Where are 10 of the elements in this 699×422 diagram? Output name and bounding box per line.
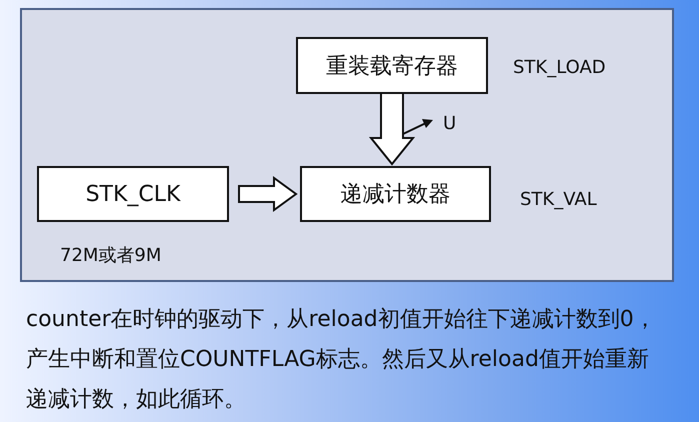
block-arrow <box>368 93 416 166</box>
register-label: STK_VAL <box>520 189 597 210</box>
block-box: 重装载寄存器 <box>296 37 488 94</box>
block-box: 递减计数器 <box>300 166 491 222</box>
block-box: STK_CLK <box>37 166 229 222</box>
signal-label: U <box>443 113 456 134</box>
description-text: counter在时钟的驱动下，从reload初值开始往下递减计数到0，产生中断和置位COUNTFLAG标志。然后又从reload值开始重新递减计数，如此循环。 <box>26 306 657 414</box>
register-label: STK_LOAD <box>513 57 606 78</box>
block-arrow <box>238 176 298 212</box>
frequency-label: 72M或者9M <box>60 244 162 267</box>
